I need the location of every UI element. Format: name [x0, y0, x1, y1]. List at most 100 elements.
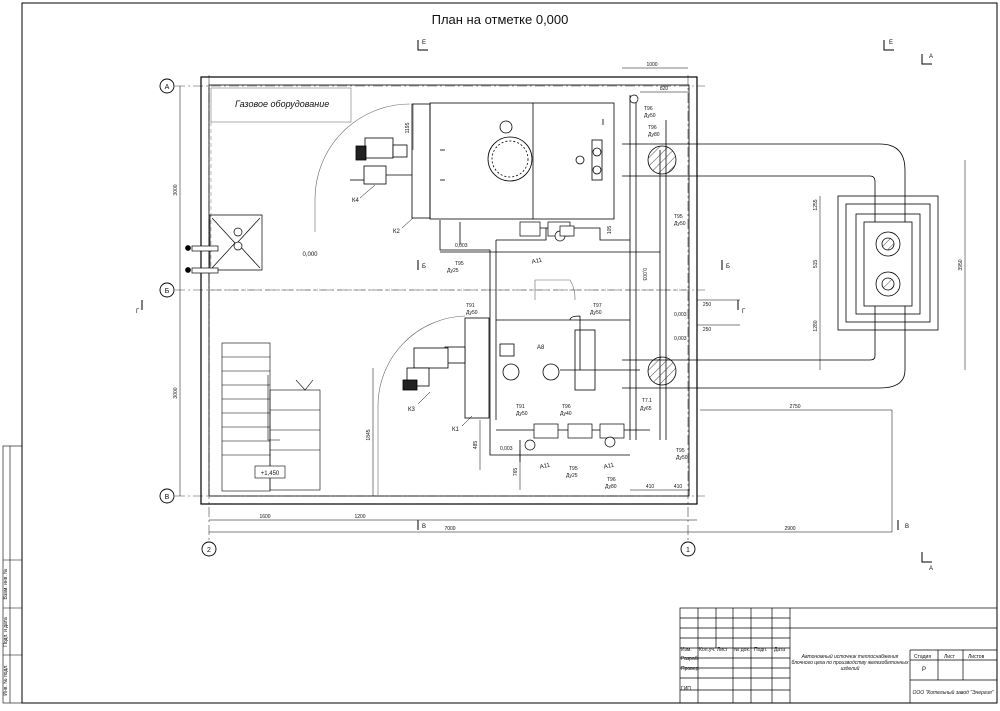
pipe-du50-a: Ду50: [644, 113, 656, 119]
svg-text:Е: Е: [889, 40, 893, 46]
boiler-lower: [402, 317, 596, 419]
svg-text:Е: Е: [422, 40, 426, 46]
pipe-t95-c: Т95: [676, 448, 685, 454]
svg-text:Б: Б: [726, 264, 730, 270]
svg-text:А: А: [929, 54, 933, 60]
svg-text:410: 410: [646, 484, 655, 490]
equipment-label-k2: К2: [393, 229, 400, 235]
pipe-du65: Ду65: [640, 406, 652, 412]
pipe-du25-a: Ду25: [447, 268, 459, 274]
pipe-du50-c: Ду50: [466, 310, 478, 316]
svg-text:3950: 3950: [958, 259, 964, 270]
pipe-t96-a: Т96: [644, 106, 653, 112]
svg-text:А: А: [929, 566, 933, 572]
equipment-label-a11-upper: А11: [531, 257, 543, 265]
svg-text:1200: 1200: [354, 514, 365, 520]
pipe-t95-d: Т95: [569, 466, 578, 472]
svg-text:Изм.: Изм.: [681, 647, 692, 653]
svg-text:3000: 3000: [173, 387, 179, 398]
pipe-t96-c: Т96: [562, 404, 571, 410]
company-name: ООО "Котельный завод "Энергия": [912, 689, 993, 696]
svg-text:765: 765: [513, 468, 519, 477]
svg-text:250: 250: [703, 327, 712, 333]
svg-text:3000: 3000: [173, 184, 179, 195]
pipe-annotations: Т96 Ду50 Т96 Ду80 Т95 Ду50 Т95 Ду25 0,00…: [447, 106, 688, 490]
axis-label-1: 1: [686, 547, 690, 554]
svg-text:Кол.уч.: Кол.уч.: [699, 647, 715, 653]
pipe-t96-d: Т96: [607, 477, 616, 483]
equipment-label-a11-lower-right: А11: [603, 462, 615, 470]
gas-room: Газовое оборудование: [210, 87, 352, 270]
equipment-label-k4: К4: [352, 198, 359, 204]
svg-text:Дата: Дата: [774, 647, 785, 653]
pump-group-lower: [524, 423, 625, 451]
pipe-network-lower: [489, 315, 650, 462]
svg-text:105: 105: [607, 226, 613, 235]
svg-text:Лист: Лист: [944, 654, 956, 660]
dimension-lines: [179, 67, 966, 533]
axis-bubbles: А Б В 2 1: [159, 78, 696, 557]
boiler-upper: [411, 102, 615, 220]
side-stamp-vzam-inv: Взам. инв. №: [3, 569, 9, 600]
stairs: [221, 342, 321, 492]
slope-2: 0,003: [674, 312, 687, 318]
door-swings: [314, 103, 576, 495]
pipe-t91-a: Т91: [466, 303, 475, 309]
svg-text:Р: Р: [922, 667, 926, 673]
axis-label-a: А: [165, 84, 170, 91]
svg-text:410: 410: [674, 484, 683, 490]
svg-text:1600: 1600: [259, 514, 270, 520]
svg-text:Лист: Лист: [717, 647, 729, 653]
svg-text:В: В: [905, 524, 909, 530]
slope-1: 0,003: [455, 243, 468, 249]
equipment-label-a11-lower-left: А11: [539, 462, 551, 470]
pipe-t71: Т7.1: [642, 398, 652, 404]
main-level-label: 0,000: [302, 252, 318, 258]
axis-label-2: 2: [207, 547, 211, 554]
slope-5: 0,003: [641, 268, 647, 281]
svg-text:Разраб.: Разраб.: [681, 656, 699, 662]
svg-text:7000: 7000: [444, 526, 455, 532]
svg-text:Б: Б: [422, 264, 426, 270]
equipment-label-k1: К1: [452, 427, 459, 433]
svg-text:Г: Г: [742, 309, 746, 315]
section-marks: [141, 40, 932, 563]
pump-group-upper: [519, 94, 639, 242]
dimension-texts: 1000 820 1195 3000 3000 1600 1200 7000 2…: [173, 62, 964, 532]
building-walls: [200, 76, 698, 505]
axis-label-b: Б: [165, 288, 170, 295]
gas-equipment-label: Газовое оборудование: [235, 99, 329, 109]
pipe-t95-a: Т95: [674, 214, 683, 220]
sheet-frame: [21, 2, 998, 704]
project-description: Автономный источник теплоснабжения блочн…: [791, 654, 909, 672]
pipe-t95-b: Т95: [455, 261, 464, 267]
axis-label-v: В: [165, 494, 170, 501]
title-block: [679, 607, 998, 704]
gas-valve-assembly: [185, 214, 263, 274]
title-block-text: Изм. Кол.уч. Лист № док. Подп. Дата Разр…: [681, 647, 994, 696]
slope-3: 0,003: [674, 336, 687, 342]
burner-k4: [350, 137, 412, 185]
svg-text:820: 820: [660, 86, 669, 92]
svg-text:ГИП: ГИП: [681, 686, 691, 692]
equipment-label-k3: К3: [408, 407, 415, 413]
drawing-title: План на отметке 0,000: [431, 12, 569, 27]
svg-text:Стадия: Стадия: [914, 654, 931, 660]
svg-text:515: 515: [813, 260, 819, 269]
svg-text:В: В: [422, 524, 426, 530]
svg-text:Листов: Листов: [968, 654, 985, 660]
svg-text:1255: 1255: [813, 199, 819, 210]
slope-4: 0,003: [500, 446, 513, 452]
pipe-du80-b: Ду80: [605, 484, 617, 490]
pipe-t96-b: Т96: [648, 125, 657, 131]
svg-text:2900: 2900: [784, 526, 795, 532]
section-mark-labels: Е Е А А Г Г Б Б В В: [136, 40, 933, 572]
svg-text:485: 485: [473, 441, 479, 450]
svg-text:1195: 1195: [405, 122, 411, 133]
svg-text:Г: Г: [136, 309, 140, 315]
pipe-du50-f: Ду50: [676, 455, 688, 461]
pipe-du50-b: Ду50: [674, 221, 686, 227]
pipe-du80-a: Ду80: [648, 132, 660, 138]
